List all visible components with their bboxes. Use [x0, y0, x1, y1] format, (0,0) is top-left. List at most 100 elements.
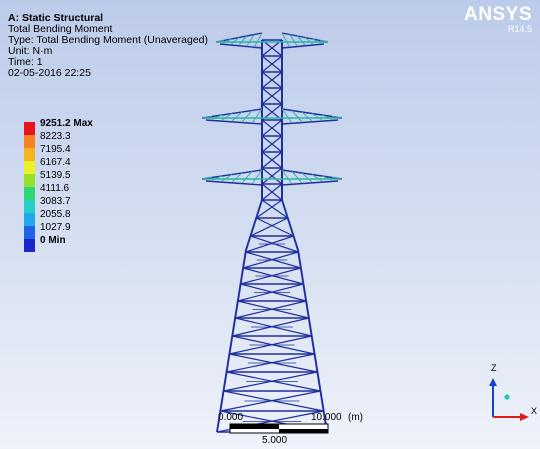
logo-version: R14.5 — [507, 24, 532, 34]
legend-label: 9251.2 Max — [40, 118, 93, 129]
tower-member — [255, 213, 259, 217]
legend-swatch — [24, 213, 35, 226]
tower-member — [223, 38, 232, 44]
tower-member — [290, 229, 294, 233]
tower-member — [291, 110, 303, 123]
tower-member — [250, 217, 289, 237]
tower-member — [281, 43, 325, 49]
tower-member — [293, 239, 297, 243]
legend-swatch — [24, 148, 35, 161]
tower-member — [284, 211, 288, 215]
tower-member — [246, 243, 249, 247]
legend-swatch — [24, 226, 35, 239]
tower-member — [259, 203, 262, 207]
tower-member — [241, 171, 253, 184]
tower-member — [261, 135, 283, 153]
legend-swatch — [24, 187, 35, 200]
tower-member — [246, 34, 255, 47]
legend-label: 4111.6 — [40, 183, 70, 194]
tower-member — [250, 229, 254, 233]
tower-member — [331, 116, 343, 119]
tower-member — [221, 113, 233, 121]
tower-member — [231, 37, 240, 45]
tower-member — [287, 219, 290, 223]
tower-member — [289, 225, 292, 229]
tower-member — [257, 207, 261, 211]
tower-member — [215, 40, 224, 43]
scale-bar-end-label: 10.000 — [311, 412, 342, 423]
ansys-logo: ANSYS R14.5 — [464, 5, 532, 35]
tower-member — [252, 223, 256, 227]
tower-member — [282, 205, 286, 209]
triad-z-arrowhead — [489, 378, 497, 386]
tower-member — [289, 34, 298, 47]
tower-member — [253, 221, 256, 225]
tower-member — [238, 35, 248, 46]
tower-member — [250, 231, 253, 235]
tower-member — [295, 243, 298, 247]
legend-label: 5139.5 — [40, 170, 71, 181]
tower-member — [321, 114, 333, 120]
tower-member — [251, 169, 263, 185]
tower-member — [311, 113, 323, 121]
tower-member — [201, 177, 213, 180]
triad-z-label: Z — [491, 363, 497, 373]
scale-bar-mid-label: 5.000 — [262, 435, 288, 446]
tower-member — [261, 55, 283, 73]
tower-member — [261, 151, 283, 169]
tower-member — [295, 245, 299, 249]
tower-member — [245, 245, 249, 249]
tower-member — [282, 203, 285, 207]
scale-bar — [229, 423, 329, 434]
tower-member — [211, 114, 223, 120]
triad-y-marker — [504, 394, 510, 400]
tower-member — [248, 237, 251, 241]
tower-member — [281, 32, 291, 48]
tower-member — [285, 213, 289, 217]
result-unit: Unit: N·m — [8, 45, 53, 57]
scale-bar-segment-dark — [230, 424, 279, 429]
tower-member — [257, 209, 260, 213]
tower-member — [301, 172, 313, 183]
result-time: Time: 1 — [8, 56, 43, 68]
tower-member — [331, 177, 343, 180]
tower-member — [296, 35, 306, 46]
tower-member — [205, 180, 263, 186]
tower-member — [251, 108, 263, 124]
scale-bar-start-label: 0.000 — [218, 412, 244, 423]
tower-member — [247, 239, 251, 243]
legend-label: 3083.7 — [40, 196, 71, 207]
legend-swatch — [24, 135, 35, 148]
legend-label: 8223.3 — [40, 131, 71, 142]
tower-member — [259, 201, 263, 205]
legend-swatch — [24, 161, 35, 174]
legend-swatch — [24, 174, 35, 187]
tower-member — [296, 247, 299, 251]
tower-member — [291, 231, 294, 235]
tower-member — [221, 174, 233, 182]
result-date: 02-05-2016 22:25 — [8, 67, 91, 79]
legend-label: 0 Min — [40, 235, 66, 246]
tower-member — [258, 205, 262, 209]
tower-member — [281, 108, 293, 124]
coordinate-triad — [489, 378, 529, 421]
tower-member — [254, 219, 257, 223]
tower-member — [283, 207, 287, 211]
tower-member — [261, 167, 283, 185]
tower-member — [253, 32, 263, 48]
tower-member — [256, 211, 260, 215]
tower-member — [261, 71, 283, 89]
logo-brand: ANSYS — [464, 4, 532, 25]
tower-member — [205, 119, 263, 125]
tower-member — [252, 225, 255, 229]
legend-swatch — [24, 239, 35, 252]
tower-member — [304, 37, 313, 45]
tower-member — [284, 209, 287, 213]
tower-member — [290, 227, 293, 231]
scale-bar-segment-dark-2 — [279, 429, 328, 433]
analysis-title: A: Static Structural — [8, 12, 104, 24]
tower-member — [288, 223, 292, 227]
